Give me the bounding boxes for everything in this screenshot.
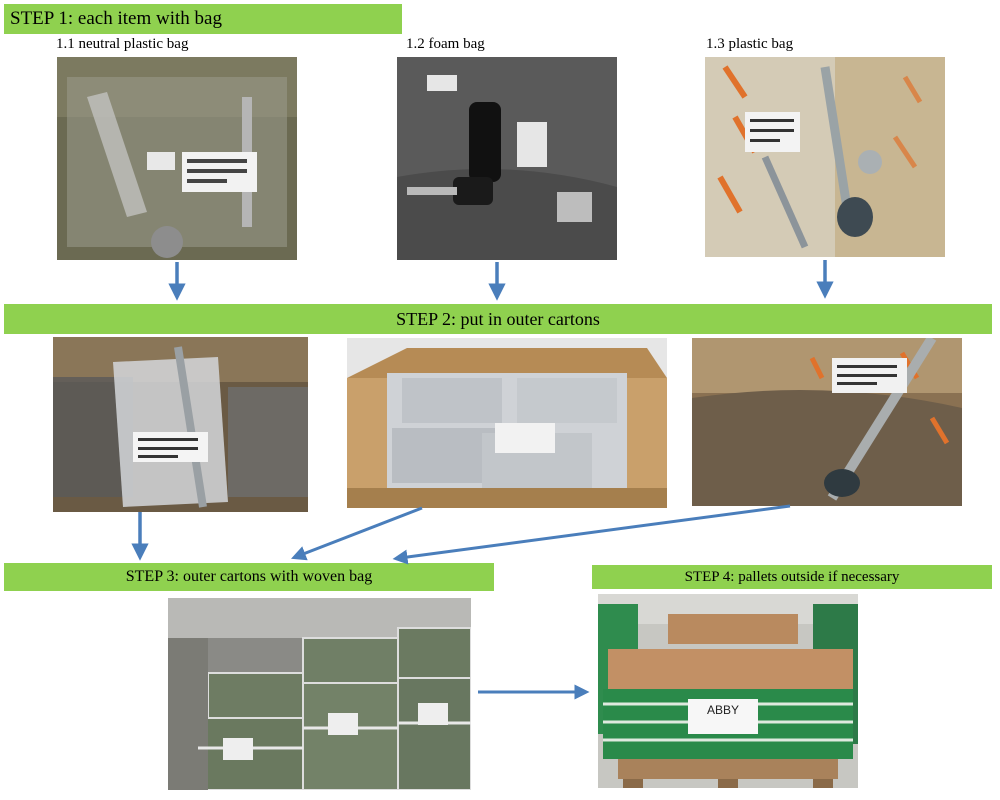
photo-foam-bag [397, 57, 617, 260]
substep-1-3-label: 1.3 plastic bag [706, 36, 794, 52]
arrow-2b-to-step3 [291, 506, 423, 561]
step3-title: STEP 3: outer cartons with woven bag [125, 568, 373, 585]
photo-bagged-tie-rod [53, 337, 308, 512]
substep-1-2-label: 1.2 foam bag [406, 36, 485, 52]
photo-woven-bag-cartons [168, 598, 471, 790]
photo-tie-rods-in-carton [692, 338, 962, 506]
arrow-2c-to-step3 [392, 504, 791, 565]
pallet-label-text: ABBY [706, 703, 739, 717]
photo-plastic-bag [705, 57, 945, 257]
step2-banner: STEP 2: put in outer cartons [4, 304, 992, 334]
step4-banner: STEP 4: pallets outside if necessary [592, 565, 992, 589]
step2-title: STEP 2: put in outer cartons [396, 308, 600, 329]
step4-title: STEP 4: pallets outside if necessary [684, 568, 900, 585]
step3-banner: STEP 3: outer cartons with woven bag [4, 563, 494, 591]
substep-1-1-label: 1.1 neutral plastic bag [56, 36, 189, 52]
step1-banner: STEP 1: each item with bag [4, 4, 402, 34]
photo-carton-foam-bags [347, 338, 667, 508]
photo-pallet: ABBY [598, 594, 858, 788]
step1-title: STEP 1: each item with bag [10, 8, 222, 29]
photo-neutral-plastic-bag [57, 57, 297, 260]
